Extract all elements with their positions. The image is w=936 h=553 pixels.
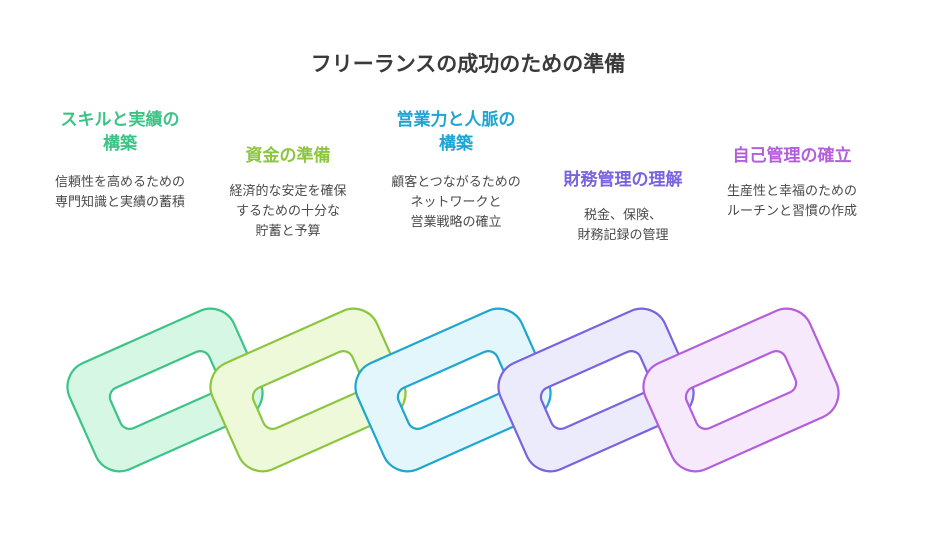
chain-link-shape [642,307,840,473]
step-self-heading: 自己管理の確立 [702,144,882,168]
step-funds-heading-line: 資金の準備 [245,146,331,166]
step-self-heading-line: 自己管理の確立 [732,146,852,166]
step-funds-heading: 資金の準備 [198,144,378,168]
step-skills-heading-line: スキルと実績の [60,110,180,130]
step-self-desc-line: 生産性と幸福のための [726,184,857,199]
step-skills-heading: スキルと実績の 構築 [30,108,210,156]
step-skills-description: 信頼性を高めるための 専門知識と実績の蓄積 [30,173,210,213]
step-finance-description: 税金、保険、 財務記録の管理 [533,206,713,246]
step-sales-heading: 営業力と人脈の 構築 [366,108,546,156]
step-finance-desc-line: 税金、保険、 [583,208,662,223]
step-sales-heading-line: 構築 [439,134,473,154]
step-funds-desc-line: するための十分な [235,204,340,219]
step-sales-heading-line: 営業力と人脈の [396,110,516,130]
step-skills: スキルと実績の 構築 信頼性を高めるための 専門知識と実績の蓄積 [30,108,210,213]
step-funds-desc-line: 貯蓄と予算 [255,224,321,239]
step-skills-desc-line: 専門知識と実績の蓄積 [54,195,185,210]
step-finance: 財務管理の理解 税金、保険、 財務記録の管理 [533,168,713,246]
step-self-desc-line: ルーチンと習慣の作成 [726,204,857,219]
step-funds-desc-line: 経済的な安定を確保 [229,184,347,199]
step-funds: 資金の準備 経済的な安定を確保 するための十分な 貯蓄と予算 [198,144,378,242]
step-finance-desc-line: 財務記録の管理 [577,228,669,243]
diagram-title: フリーランスの成功のための準備 [310,52,626,76]
step-sales: 営業力と人脈の 構築 顧客とつながるための ネットワークと 営業戦略の確立 [366,108,546,233]
step-sales-description: 顧客とつながるための ネットワークと 営業戦略の確立 [366,173,546,233]
step-self-description: 生産性と幸福のための ルーチンと習慣の作成 [702,182,882,222]
step-skills-heading-line: 構築 [103,134,137,154]
step-funds-description: 経済的な安定を確保 するための十分な 貯蓄と予算 [198,182,378,242]
chain-link-self [642,307,840,473]
step-finance-heading: 財務管理の理解 [533,168,713,192]
step-self: 自己管理の確立 生産性と幸福のための ルーチンと習慣の作成 [702,144,882,222]
step-sales-desc-line: 営業戦略の確立 [410,215,502,230]
step-skills-desc-line: 信頼性を高めるための [54,175,185,190]
step-sales-desc-line: ネットワークと [410,195,502,210]
step-sales-desc-line: 顧客とつながるための [391,175,521,190]
step-finance-heading-line: 財務管理の理解 [563,170,683,190]
